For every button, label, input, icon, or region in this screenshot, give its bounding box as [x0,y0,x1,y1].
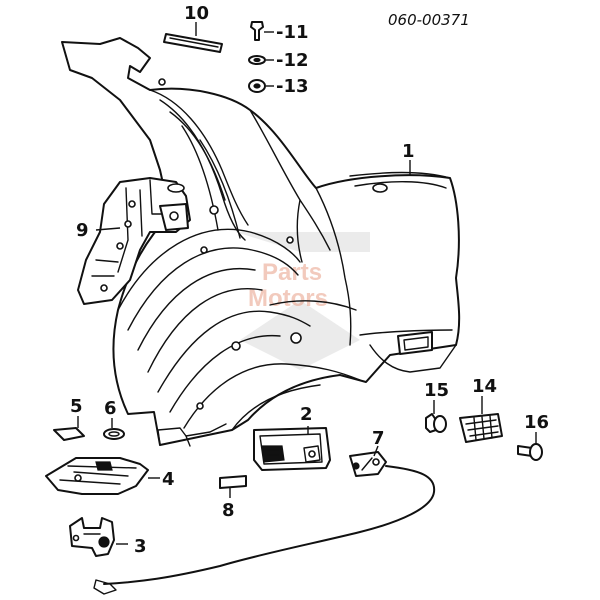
callout-16: 16 [524,412,549,433]
callout-10: 10 [184,3,209,24]
callout-3: 3 [134,536,147,557]
lower-bracket-part [45,457,149,495]
pad-part [219,475,247,489]
opener-mechanism-part [349,451,387,477]
callout-6: 6 [104,398,117,419]
callout-1: 1 [402,141,415,162]
grommet-part [103,428,125,440]
callout-9: 9 [76,220,89,241]
bolt-part [517,443,543,461]
washer-part [248,55,266,65]
leader-lines [77,22,537,545]
clip-part [250,21,264,41]
callout-8: 8 [222,500,235,521]
callout-7: 7 [372,428,385,449]
small-clip-part [53,427,85,441]
callout-13: -13 [276,76,309,97]
hinge-part [459,413,503,443]
callout-4: 4 [162,469,175,490]
trim-strip-part [163,33,223,53]
release-cable [93,465,436,595]
knob-part [425,413,447,433]
hinge-bracket-part [69,517,115,557]
callout-12: -12 [276,50,309,71]
quarter-panel-part [61,37,461,447]
callout-5: 5 [70,396,83,417]
callout-2: 2 [300,404,313,425]
nut-part [248,79,266,93]
callout-11: -11 [276,22,309,43]
watermark-line-1: Parts [262,259,322,286]
fuel-door-housing-part [253,427,331,471]
callout-15: 15 [424,380,449,401]
callout-14: 14 [472,376,497,397]
inner-bracket-part [77,177,191,305]
document-number: 060-00371 [388,11,470,29]
